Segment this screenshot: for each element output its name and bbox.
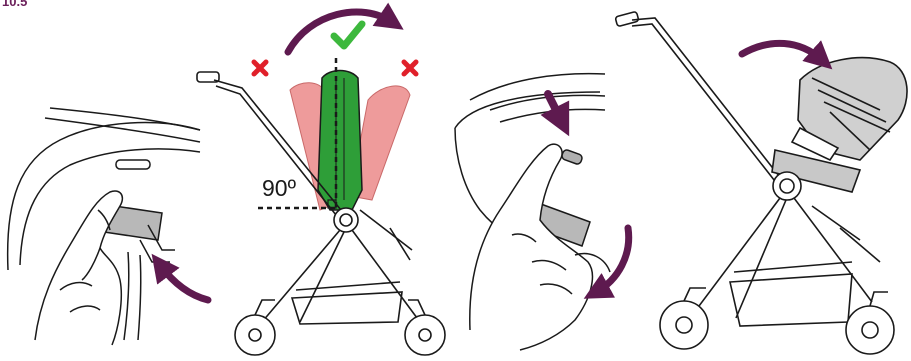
cross-icon [254,62,266,74]
check-icon [334,24,362,46]
angle-label: 90º [262,175,297,201]
panel-1-release-button [8,108,200,345]
rotate-arrow-panel-1 [160,265,208,300]
rotate-arrow-panel-4 [742,43,822,60]
down-arrow-panel-3 [548,94,562,122]
panel-4-seat-folded [615,11,907,354]
panel-2-stroller-angle [197,58,445,355]
cross-icon [404,62,416,74]
panel-3-press-and-fold [455,74,610,350]
